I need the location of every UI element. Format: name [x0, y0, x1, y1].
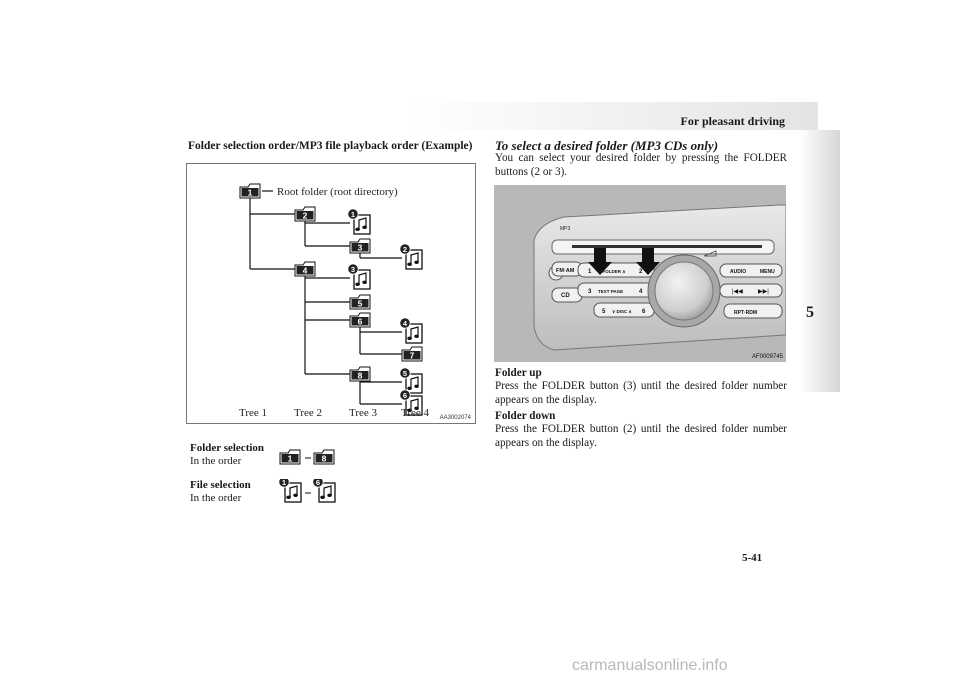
button-6-label: 6 [642, 309, 646, 315]
tree-connector-lines [249, 190, 402, 405]
folder-range-start-icon: 1 [279, 449, 301, 465]
prev-track-icon: |◀◀ [732, 289, 743, 295]
file-6-icon: 6 [399, 389, 423, 416]
tree-level-label: Tree 1 [239, 407, 267, 419]
audio-panel-illustration: MP3 FM·AM CD 1 ∨ FOLDER ∧ 2 3 TEXT PAGE … [494, 185, 786, 362]
file-5-icon: 5 [399, 367, 423, 394]
button-5-label: 5 [602, 309, 606, 315]
svg-text:6: 6 [358, 317, 363, 327]
svg-text:6: 6 [316, 479, 320, 487]
folder-4-icon: 4 [294, 261, 316, 277]
mp3-logo-text: MP3 [560, 226, 571, 232]
button-4-label: 4 [639, 289, 643, 295]
svg-text:4: 4 [403, 319, 408, 328]
svg-text:8: 8 [322, 454, 327, 464]
folder-tree-diagram: 1 2 3 4 5 6 7 8 1 2 3 4 5 6 Root folder (root director… [239, 183, 430, 419]
header-band [410, 102, 818, 130]
svg-text:4: 4 [303, 266, 308, 276]
left-heading: Folder selection order/MP3 file playback… [188, 140, 473, 152]
file-1-icon: 1 [347, 208, 371, 235]
file-selection-label: File selection In the order [190, 479, 251, 505]
disc-button-label: ∨ DISC ∧ [612, 309, 633, 314]
svg-text:6: 6 [403, 391, 407, 400]
figure-code: AA3002074 [439, 415, 471, 421]
fm-am-button-label: FM·AM [556, 268, 575, 274]
file-selection-subtitle: In the order [190, 492, 242, 504]
button-2-label: 2 [639, 269, 643, 275]
folder-selection-subtitle: In the order [190, 455, 242, 467]
svg-text:1: 1 [288, 454, 293, 464]
menu-button-label: MENU [760, 269, 775, 275]
file-3-icon: 3 [347, 263, 371, 290]
folder-tree-figure: 1 2 3 4 5 6 7 8 1 2 3 4 5 6 Root folder (root director… [186, 163, 476, 424]
folder-3-icon: 3 [349, 238, 371, 254]
button-3-label: 3 [588, 289, 592, 295]
running-header: For pleasant driving [680, 114, 785, 128]
folder-5-icon: 5 [349, 294, 371, 310]
file-selection-title: File selection [190, 479, 251, 491]
watermark: carmanualsonline.info [572, 657, 728, 674]
button-1-label: 1 [588, 269, 592, 275]
folder-down-title: Folder down [495, 410, 556, 422]
audio-button-label: AUDIO [730, 269, 746, 275]
next-track-icon: ▶▶| [758, 289, 769, 295]
file-range-end-icon: 6 [312, 479, 336, 503]
folder-range-end-icon: 8 [313, 449, 335, 465]
folder-6-icon: 6 [349, 312, 371, 328]
folder-2-icon: 2 [294, 206, 316, 222]
intro-paragraph: You can select your desired folder by pr… [495, 152, 787, 178]
folder-selection-title: Folder selection [190, 442, 265, 454]
svg-text:2: 2 [303, 211, 308, 221]
cd-button-label: CD [561, 293, 570, 299]
svg-text:8: 8 [358, 371, 363, 381]
folder-up-text: Press the FOLDER button (3) until the de… [495, 380, 787, 406]
root-folder-label: Root folder (root directory) [277, 186, 398, 198]
svg-text:7: 7 [410, 351, 415, 361]
svg-text:3: 3 [351, 265, 355, 274]
svg-text:1: 1 [248, 188, 253, 198]
file-4-icon: 4 [399, 317, 423, 344]
folder-button-label: ∨ FOLDER ∧ [598, 269, 626, 274]
folder-down-text: Press the FOLDER button (2) until the de… [495, 423, 787, 449]
svg-text:2: 2 [403, 245, 407, 254]
svg-text:1: 1 [351, 210, 355, 219]
photo-code: AF0009745 [751, 354, 783, 360]
audio-panel-photo: MP3 FM·AM CD 1 ∨ FOLDER ∧ 2 3 TEXT PAGE … [494, 185, 786, 362]
tree-level-label: Tree 3 [349, 407, 378, 419]
file-2-icon: 2 [399, 243, 423, 270]
svg-text:3: 3 [358, 243, 363, 253]
tree-level-label: Tree 4 [401, 407, 430, 419]
svg-text:5: 5 [358, 299, 363, 309]
right-heading: To select a desired folder (MP3 CDs only… [495, 138, 719, 153]
svg-text:1: 1 [282, 479, 286, 487]
folder-up-title: Folder up [495, 367, 542, 379]
text-page-button-label: TEXT PAGE [598, 289, 623, 294]
folder-7-icon: 7 [401, 346, 423, 362]
tree-level-label: Tree 2 [294, 407, 322, 419]
file-range-start-icon: 1 [278, 479, 302, 503]
page-number: 5-41 [742, 552, 763, 564]
folder-8-icon: 8 [349, 366, 371, 382]
folder-1-icon: 1 [239, 183, 261, 199]
chapter-number: 5 [806, 304, 814, 321]
svg-text:5: 5 [403, 369, 407, 378]
folder-selection-label: Folder selection In the order [190, 442, 264, 468]
chapter-tab [800, 130, 840, 392]
rpt-rdm-button-label: RPT·RDM [734, 310, 757, 316]
